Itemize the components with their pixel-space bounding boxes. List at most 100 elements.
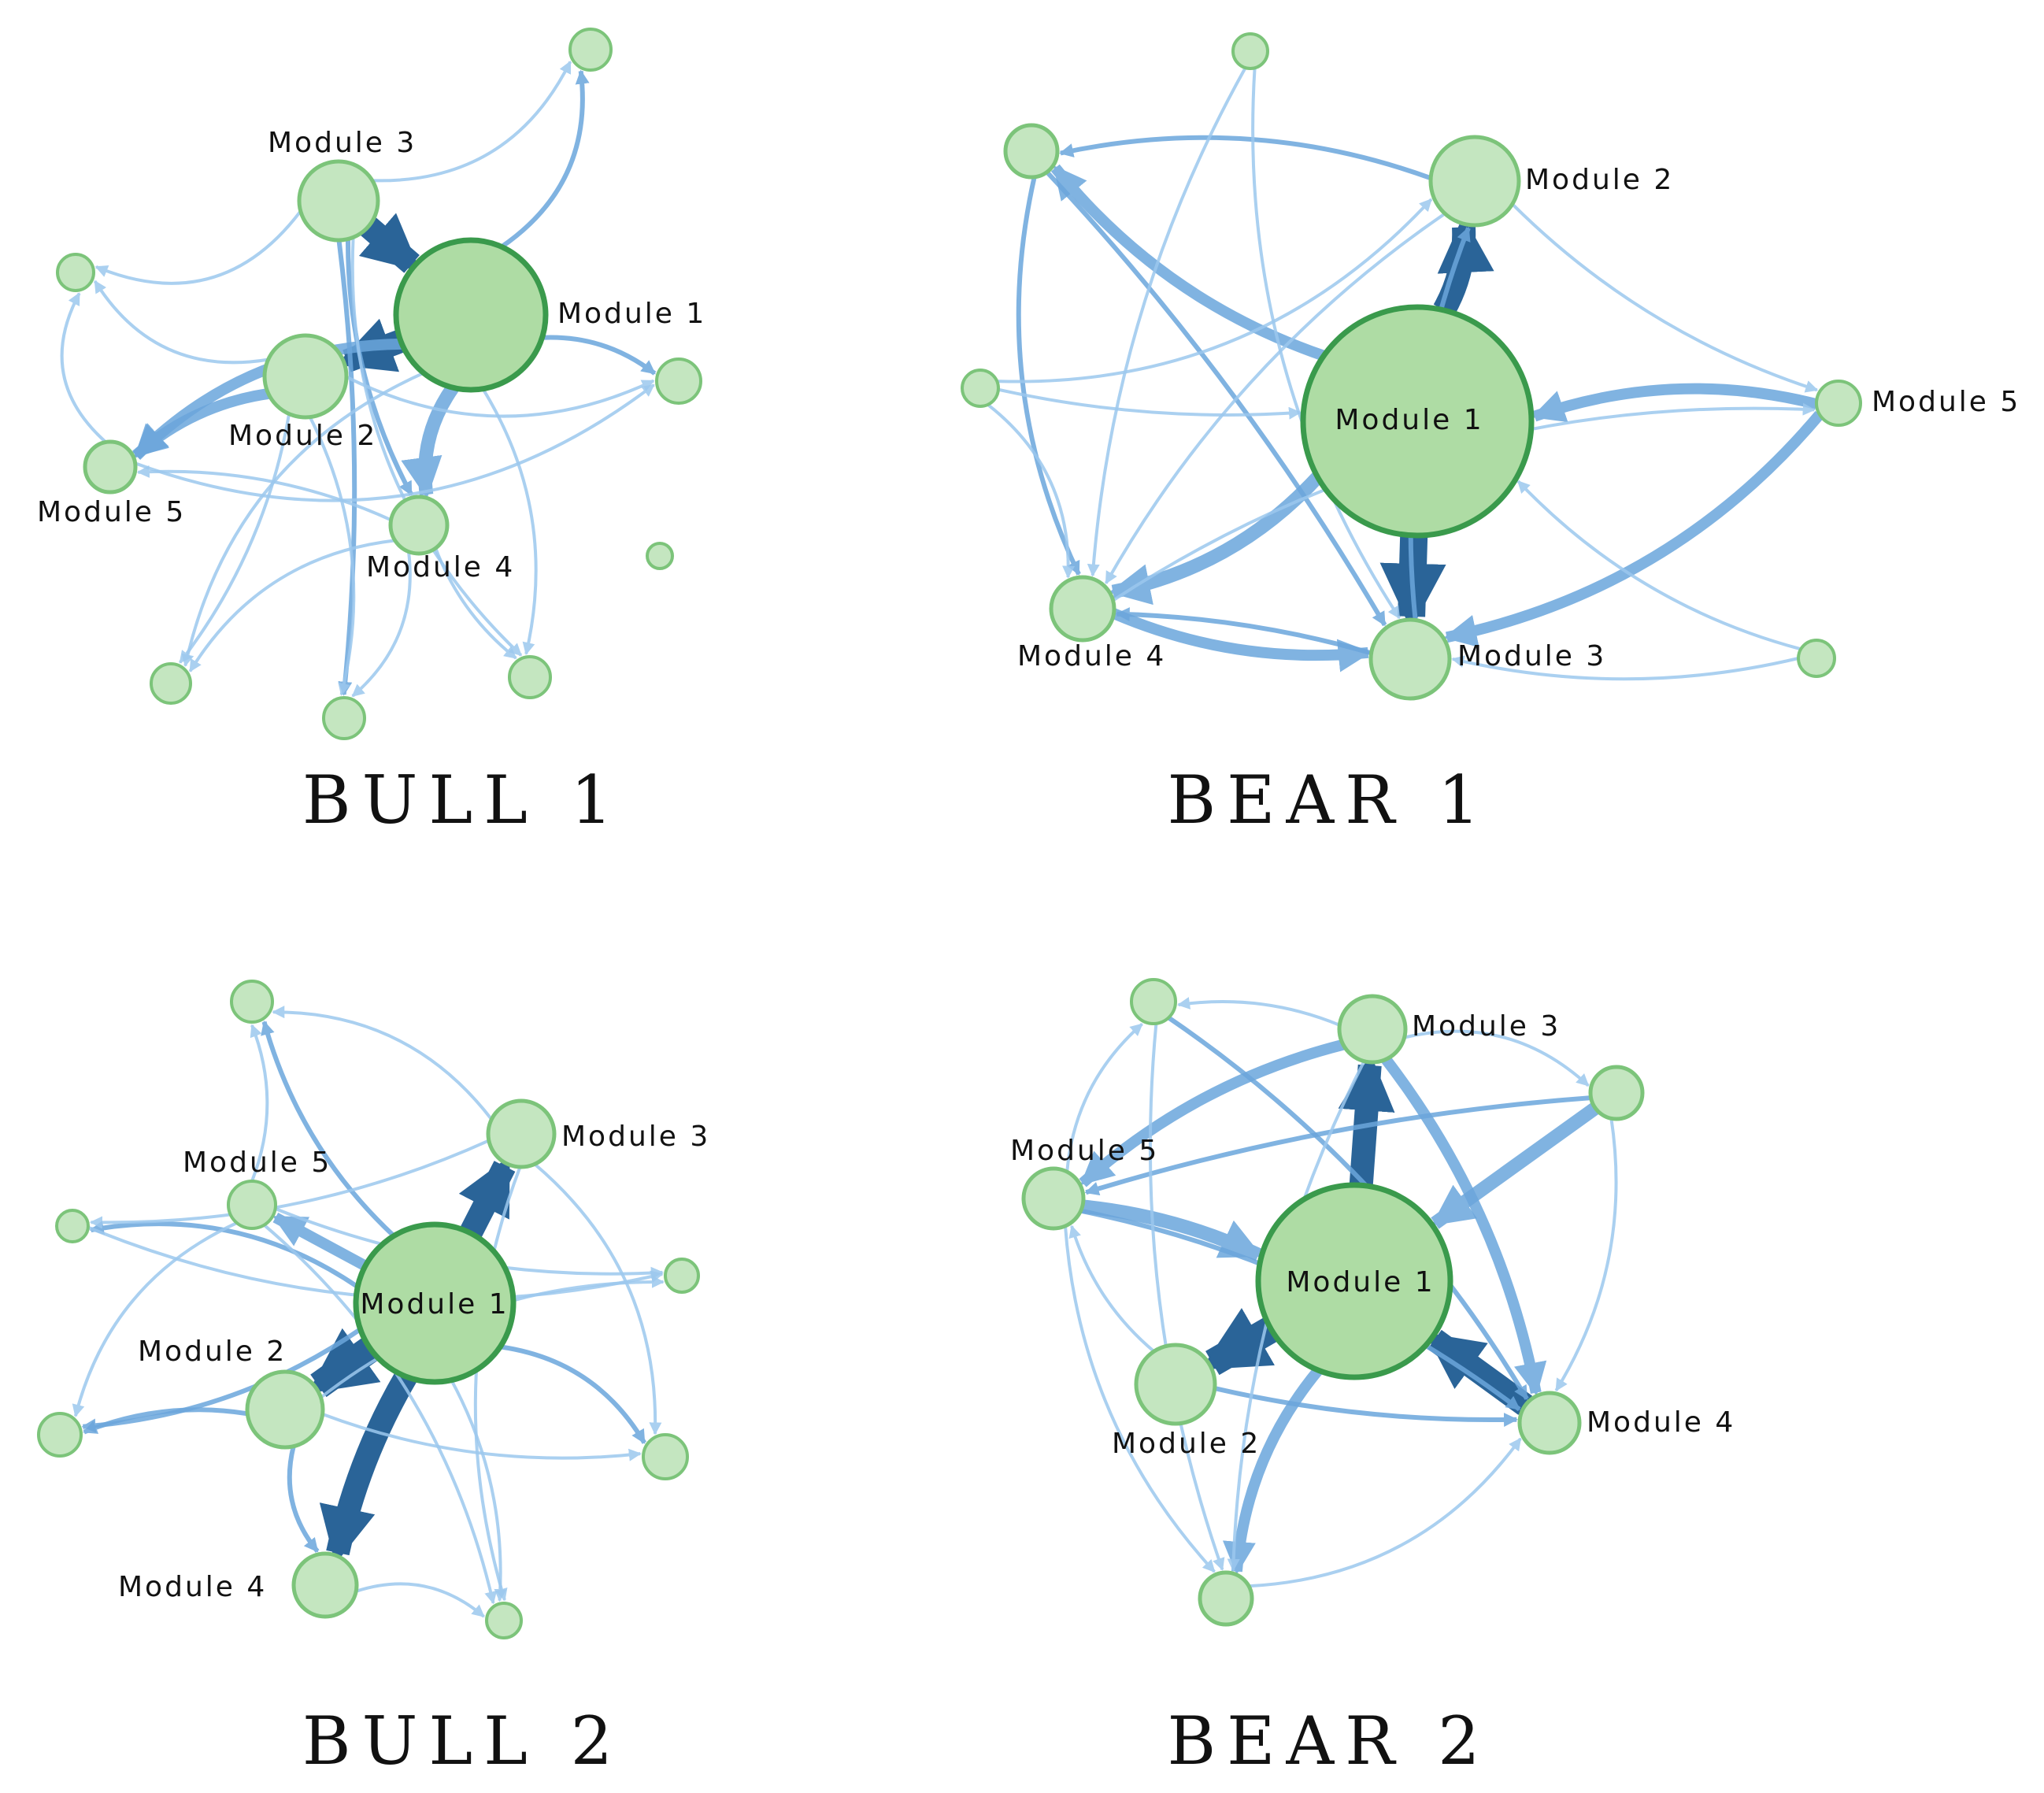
node-label-module-4: Module 4	[118, 1571, 267, 1603]
edge-m2-to-b	[1059, 135, 1432, 181]
network-panel-bear-1: Module 1 Module 2 Module 3 Module 4 Module 5	[961, 32, 2020, 701]
edge-b-to-m4	[1016, 176, 1081, 576]
node-unlabeled	[642, 1433, 689, 1480]
edge-m5-to-a	[1065, 1022, 1143, 1172]
edge-m5-to-a	[60, 292, 107, 443]
edge-m4-to-f	[355, 1582, 485, 1618]
node-label-module-2: Module 2	[228, 420, 377, 452]
edge-m3-to-m4	[1381, 1056, 1547, 1396]
node-label-module-5: Module 5	[1872, 386, 2020, 418]
edge-m3-to-a	[272, 1006, 493, 1121]
edge-m3-to-g	[350, 237, 523, 657]
edge-a-to-m3	[1251, 68, 1401, 620]
node-label-module-3: Module 3	[268, 127, 417, 159]
edge-m2-to-m5	[1068, 1224, 1155, 1353]
node-label-module-1: Module 1	[360, 1288, 509, 1321]
edge-b-to-m5	[1084, 1095, 1591, 1196]
edge-m3-to-b	[1404, 1029, 1590, 1087]
edge-m3-to-m4	[1115, 607, 1372, 656]
edge-m1-to-m5	[272, 1212, 368, 1271]
edge-b-to-m1	[1431, 1102, 1600, 1229]
node-module-3	[1368, 617, 1452, 701]
node-label-module-1: Module 1	[1286, 1266, 1435, 1298]
edge-m2-to-m4	[1214, 1386, 1518, 1428]
edge-m2-to-m5	[1511, 202, 1819, 393]
edge-m4-to-e	[188, 539, 395, 672]
edge-m5-to-m1	[1531, 383, 1818, 423]
node-unlabeled	[664, 1258, 700, 1294]
node-label-module-4: Module 4	[1587, 1406, 1735, 1439]
edge-m5-to-a	[250, 1024, 269, 1182]
edge-layer	[60, 60, 657, 698]
node-label-module-1: Module 1	[1335, 404, 1483, 436]
node-label-module-3: Module 3	[1457, 640, 1606, 672]
edge-a-to-c	[1148, 1023, 1225, 1571]
edge-m1-to-b	[1050, 164, 1326, 361]
edge-m5-to-f	[263, 1224, 498, 1605]
edge-m5-to-c	[1064, 1225, 1216, 1573]
edge-m1-to-m4	[319, 1370, 417, 1565]
edge-m2-to-f	[309, 416, 356, 696]
node-unlabeled	[55, 1209, 90, 1243]
node-label-module-4: Module 4	[1017, 640, 1166, 672]
edge-m1-to-m4	[1109, 472, 1323, 606]
node-unlabeled	[1797, 639, 1836, 678]
edge-m4-to-m3	[1111, 608, 1372, 672]
edge-m2-to-m4	[287, 1446, 320, 1554]
edge-layer	[987, 67, 1824, 681]
node-module-5	[227, 1180, 277, 1230]
edge-a-to-m4	[1087, 67, 1247, 577]
edge-d-to-m3	[1451, 655, 1799, 681]
edge-m2-to-m4	[1104, 212, 1446, 584]
node-module-5	[83, 439, 138, 495]
edge-c-to-m4	[987, 403, 1076, 579]
panel-title-bear-1: BEAR 1	[1167, 761, 1490, 839]
node-module-4	[388, 495, 450, 556]
node-label-module-4: Module 4	[366, 551, 515, 583]
edge-m1-to-e	[499, 1344, 646, 1444]
edge-m3-to-m1	[358, 213, 421, 273]
node-unlabeled	[1231, 32, 1269, 70]
node-module-1	[1255, 1182, 1453, 1380]
node-unlabeled	[568, 28, 613, 72]
edge-m3-to-b	[372, 60, 572, 183]
edge-m2-to-d	[83, 1407, 248, 1435]
edge-m1-to-f	[450, 1379, 507, 1602]
edge-m5-to-m1	[1081, 1199, 1263, 1261]
node-unlabeled	[961, 369, 1000, 408]
node-label-module-3: Module 3	[1412, 1010, 1561, 1043]
panel-title-bear-2: BEAR 2	[1167, 1702, 1490, 1780]
node-unlabeled	[56, 253, 95, 292]
node-module-4	[1049, 575, 1116, 643]
node-unlabeled	[37, 1412, 83, 1458]
node-unlabeled	[1003, 123, 1060, 180]
panel-title-bull-2: BULL 2	[302, 1702, 624, 1780]
node-label-module-2: Module 2	[1112, 1428, 1261, 1460]
node-unlabeled	[1198, 1570, 1254, 1627]
node-module-3	[1337, 994, 1408, 1065]
edge-m2-to-e	[179, 413, 291, 664]
node-module-3	[486, 1098, 557, 1169]
edge-c-to-m2	[997, 198, 1433, 383]
edge-m4-to-g	[434, 547, 517, 660]
edge-layer	[72, 1006, 665, 1618]
edge-m3-to-a	[1177, 997, 1341, 1027]
node-module-2	[1134, 1343, 1217, 1426]
node-module-4	[291, 1551, 359, 1619]
node-label-module-3: Module 3	[561, 1121, 710, 1153]
edge-m3-to-b	[89, 1139, 490, 1229]
node-module-4	[1517, 1391, 1582, 1455]
edge-c-to-m1	[998, 387, 1302, 420]
edge-m1-to-m3	[458, 1156, 516, 1239]
node-label-module-2: Module 2	[1525, 164, 1674, 196]
edge-m2-to-e	[321, 1413, 642, 1461]
node-label-module-2: Module 2	[138, 1335, 287, 1368]
edge-m4-to-m5	[136, 465, 392, 522]
edge-m3-to-a	[94, 209, 302, 285]
node-unlabeled	[322, 696, 366, 740]
edge-m1-to-a	[261, 1020, 396, 1238]
edge-m3-to-f	[473, 1166, 522, 1602]
